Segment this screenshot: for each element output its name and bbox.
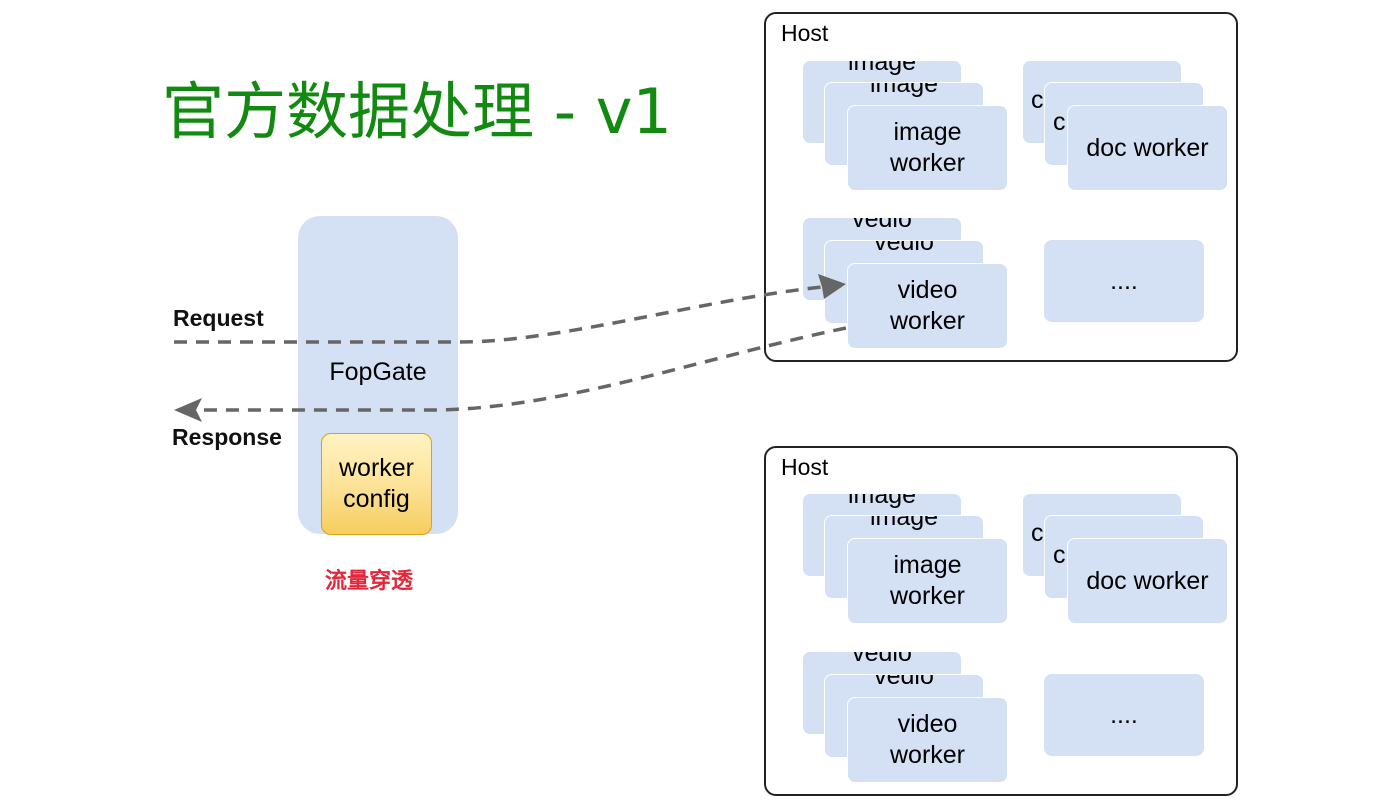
video-worker-card: video worker (847, 697, 1008, 783)
card-label: vedio (874, 674, 934, 690)
card-label: vedio (852, 651, 912, 667)
card-label: c (1031, 519, 1044, 547)
video-worker-card: video worker (847, 263, 1008, 349)
card-label: vedio (852, 217, 912, 233)
page-title: 官方数据处理 - v1 (162, 75, 672, 148)
host-label: Host (781, 454, 829, 480)
host-box-2: Host image image image worker c c doc wo… (764, 446, 1238, 796)
response-label: Response (172, 424, 282, 450)
card-label: image (869, 515, 939, 531)
response-arrow-line (200, 326, 847, 412)
worker-config-box: worker config (321, 433, 432, 535)
card-label: c (1031, 86, 1044, 114)
image-worker-card: image worker (847, 105, 1008, 191)
request-arrow-line (174, 285, 823, 344)
image-worker-card: image worker (847, 538, 1008, 624)
request-label: Request (173, 305, 264, 331)
card-label: image (847, 60, 917, 76)
more-workers-card: .... (1044, 674, 1204, 756)
host-box-1: Host image image image worker c c doc wo… (764, 12, 1238, 362)
card-label: c (1053, 108, 1066, 136)
doc-worker-card: doc worker (1067, 538, 1228, 624)
fopgate-label: FopGate (329, 358, 427, 386)
card-label: c (1053, 541, 1066, 569)
card-label: image (869, 82, 939, 98)
doc-worker-card: doc worker (1067, 105, 1228, 191)
request-arrowhead (818, 274, 846, 299)
host-label: Host (781, 20, 829, 46)
traffic-passthrough-caption: 流量穿透 (325, 569, 414, 594)
more-workers-card: .... (1044, 240, 1204, 322)
response-arrowhead (174, 398, 202, 422)
card-label: image (847, 493, 917, 509)
card-label: vedio (874, 240, 934, 256)
